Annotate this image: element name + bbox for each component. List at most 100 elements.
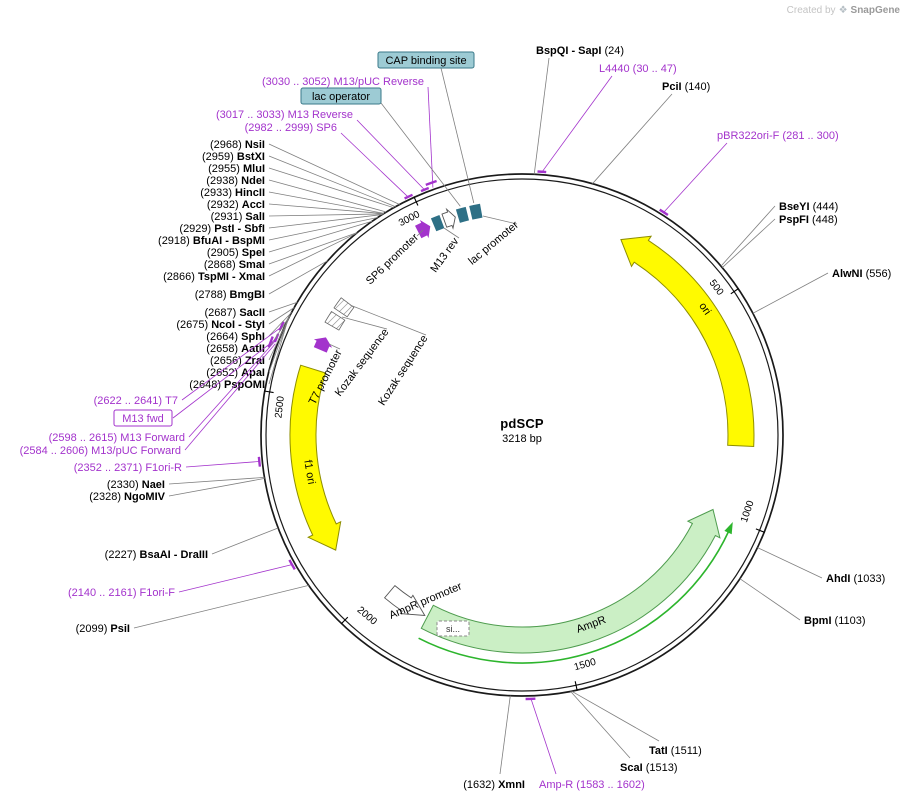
callout-ahdi: AhdI (1033): [757, 547, 885, 585]
callout-text: (2931) SalI: [211, 211, 265, 223]
callout-leader: [268, 203, 384, 214]
callout-leader: [168, 478, 265, 497]
callout-tspmi-xmai: (2866) TspMI - XmaI: [163, 232, 357, 283]
callout-cap-binding-site: CAP binding site: [377, 51, 475, 204]
callout-text: Amp-R (1583 .. 1602): [539, 779, 645, 791]
callout-bmgbi: (2788) BmgBI: [195, 260, 328, 301]
callout-leader: [178, 564, 294, 593]
callout-text: BpmI (1103): [804, 615, 866, 627]
backbone-inner-circle: [265, 178, 779, 692]
callout-leader: [268, 220, 373, 253]
callout-leader: [172, 337, 278, 419]
callout-text: BseYI (444): [779, 201, 838, 213]
inner-label-lac-promoter-2: lac promoter: [466, 215, 521, 268]
callout-leader: [133, 585, 309, 629]
feature-line-ampr-cds-line: [418, 530, 730, 664]
inner-label-leader: [482, 215, 518, 225]
callout-sacii: (2687) SacII: [204, 301, 298, 319]
callout-text: (2584 .. 2606) M13/pUC Forward: [20, 445, 181, 457]
callout-leader: [184, 343, 276, 451]
feature-arrow-sp6-promoter: [415, 220, 431, 239]
backbone-outer-circle: [260, 173, 784, 697]
tick-2000: 2000: [340, 605, 379, 628]
callout-text: (2598 .. 2615) M13 Forward: [49, 432, 185, 444]
callout-sali: (2931) SalI: [211, 211, 384, 223]
inner-label-sp6-promoter-0: SP6 promoter: [364, 229, 424, 287]
callout-text: (2929) PstI - SbfI: [179, 223, 265, 235]
plasmid-title-block: pdSCP 3218 bp: [447, 416, 597, 445]
callout-tati: TatI (1511): [571, 690, 702, 757]
callout-leader: [427, 86, 434, 188]
callout-leader: [571, 690, 660, 742]
callout-text: (2652) ApaI: [206, 367, 265, 379]
callout-text: (2687) SacII: [204, 307, 265, 319]
inner-label-text: SP6 promoter: [364, 231, 421, 287]
callout-leader: [380, 102, 461, 207]
callout-psti-sbfi: (2929) PstI - SbfI: [179, 214, 383, 235]
callout-text: (2982 .. 2999) SP6: [245, 122, 337, 134]
plasmid-size: 3218 bp: [502, 433, 542, 445]
feature-m13-rev-site: [430, 215, 445, 232]
callout-bpmi: BpmI (1103): [739, 578, 866, 627]
callout-leader: [268, 214, 383, 229]
callout-text: PciI (140): [662, 81, 710, 93]
tick-label: 1500: [573, 657, 598, 674]
feature-f1-ori: f1 ori: [289, 364, 342, 551]
callout-leader: [757, 547, 823, 579]
callout-leader: [530, 697, 557, 775]
callout-scai: ScaI (1513): [570, 691, 678, 774]
feature-box-kozak-2: [333, 297, 355, 318]
callout-text: (2959) BstXI: [202, 151, 265, 163]
callout-leader: [268, 217, 378, 241]
callout-leader: [356, 119, 426, 191]
callout-f1ori-f: (2140 .. 2161) F1ori-F: [68, 564, 294, 599]
callout-alwni: AlwNI (556): [752, 268, 891, 314]
plasmid-name: pdSCP: [500, 416, 544, 431]
callout-leader: [268, 179, 387, 213]
primer-mark-9: [420, 186, 430, 193]
callout-m13-puc-reverse: (3030 .. 3052) M13/pUC Reverse: [262, 76, 434, 188]
feature-arrow-t7-promoter: [313, 337, 333, 353]
callout-leader: [268, 167, 394, 209]
callout-box-text: CAP binding site: [385, 55, 466, 67]
callout-t7: (2622 .. 2641) T7: [94, 325, 283, 407]
inner-label-text: Kozak sequence: [376, 333, 430, 408]
callout-leader: [533, 57, 550, 175]
callout-leader: [181, 325, 283, 401]
primer-mark-5: [267, 336, 274, 348]
callout-text: (2675) NcoI - StyI: [176, 319, 265, 331]
feature-box-kozak-1: [324, 310, 346, 331]
callout-text: PspFI (448): [779, 214, 838, 226]
callout-box-text: M13 fwd: [122, 413, 164, 425]
callout-lac-operator: lac operator: [300, 87, 461, 207]
callout-bseyi: BseYI (444): [720, 201, 838, 267]
callout-leader: [268, 232, 357, 277]
callout-leader: [268, 143, 400, 205]
callout-leader: [739, 578, 801, 621]
feature-kozak-1: [324, 310, 346, 331]
feature-label-f1-ori: f1 ori: [301, 459, 317, 485]
watermark-prefix: Created by: [786, 5, 836, 16]
callout-text: AhdI (1033): [826, 573, 885, 585]
callout-text: (2955) MluI: [208, 163, 265, 175]
callout-leader: [268, 312, 292, 337]
inner-label-leader: [341, 316, 388, 330]
feature-arrow-ampr: [420, 508, 721, 654]
callout-bspqi-sapi: BspQI - SapI (24): [533, 45, 624, 175]
feature-lac-operator-site: [455, 206, 469, 223]
callout-ncoi-styi: (2675) NcoI - StyI: [176, 307, 295, 331]
feature-arrow-ampr-promoter: [383, 584, 426, 617]
callout-labels: CAP binding site (3030 .. 3052) M13/pUC R…: [20, 45, 892, 791]
callout-leader: [268, 191, 385, 214]
callout-f1ori-r: (2352 .. 2371) F1ori-R: [74, 461, 261, 474]
tick-2500: 2500: [264, 390, 287, 419]
callout-bsaai-draiii: (2227) BsaAI - DraIII: [105, 527, 279, 561]
callout-text: ScaI (1513): [620, 762, 678, 774]
callout-box: [113, 409, 173, 427]
callout-leader: [722, 218, 776, 268]
tick-mark: [264, 390, 274, 394]
callout-leader: [541, 75, 613, 173]
feature-kozak-2: [333, 297, 355, 318]
callout-leader: [268, 301, 298, 313]
